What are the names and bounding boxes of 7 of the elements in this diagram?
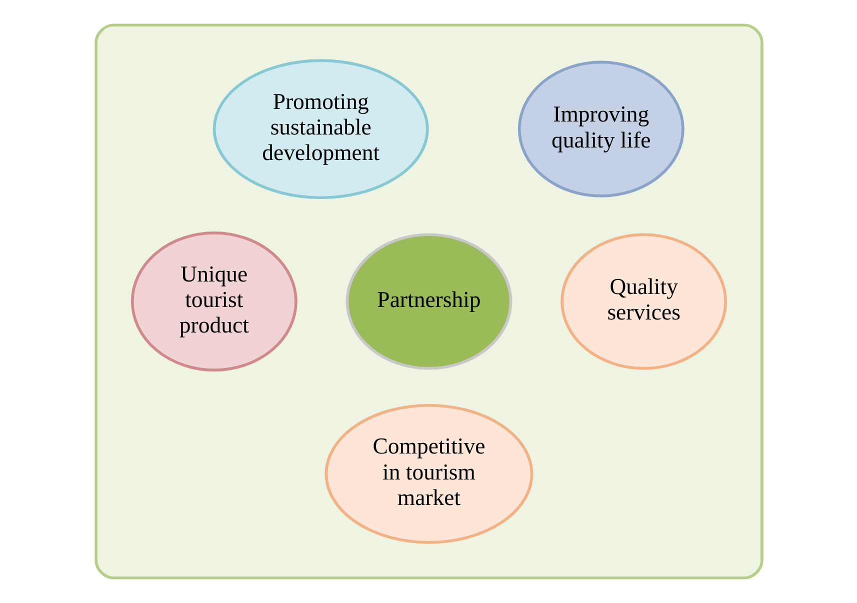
node-ellipse: Quality services (560, 233, 727, 370)
node-ellipse: Partnership (345, 233, 512, 370)
node-ellipse: Unique tourist product (130, 232, 297, 372)
node-ellipse: Improving quality life (517, 60, 684, 198)
node-ellipse: Promoting sustainable development (212, 59, 428, 200)
node-ellipse: Competitive in tourism market (324, 404, 533, 544)
cluster (94, 24, 763, 580)
